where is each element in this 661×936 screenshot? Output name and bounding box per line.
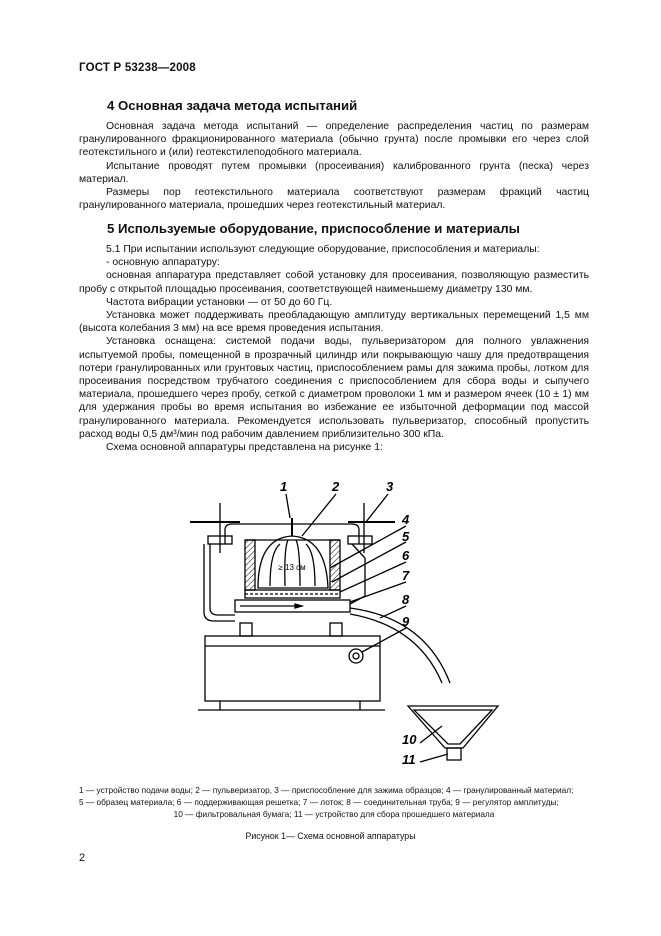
figure-legend: 1 — устройство подачи воды; 2 — пульвери… <box>79 785 589 820</box>
figure-number-11: 11 <box>402 752 416 767</box>
granulated-material <box>257 535 329 589</box>
figure-number-7: 7 <box>402 568 410 583</box>
figure-number-5: 5 <box>402 529 410 544</box>
paragraph: Схема основной аппаратуры представлена н… <box>106 442 383 454</box>
section-4-title: 4 Основная задача метода испытаний <box>107 98 358 113</box>
figure-number-2: 2 <box>331 479 340 494</box>
vibration-base <box>204 635 381 702</box>
tray <box>234 599 351 613</box>
section-4-body: Основная задача метода испытаний — опред… <box>79 120 589 212</box>
document-header: ГОСТ Р 53238—2008 <box>79 62 196 74</box>
figure-caption: Рисунок 1— Схема основной аппаратуры <box>245 831 416 841</box>
figure-number-9: 9 <box>402 614 410 629</box>
figure-number-10: 10 <box>402 732 417 747</box>
paragraph: основная аппаратура представляет собой у… <box>79 270 589 295</box>
paragraph: Частота вибрации установки — от 50 до 60… <box>106 296 333 308</box>
figure-number-8: 8 <box>402 592 410 607</box>
legend-line: 1 — устройство подачи воды; 2 — пульвери… <box>79 785 574 795</box>
figure-number-4: 4 <box>401 512 410 527</box>
page-number: 2 <box>79 852 86 864</box>
paragraph: Установка может поддерживать преобладающ… <box>79 310 589 335</box>
paragraph: Испытание проводят путем промывки (просе… <box>79 160 589 185</box>
apparatus-diagram: ≥ 13 см 1 2 3 4 5 6 7 8 9 10 11 <box>190 479 500 767</box>
figure-number-3: 3 <box>386 479 394 494</box>
paragraph: - основную аппаратуру: <box>106 257 220 269</box>
figure-number-6: 6 <box>402 548 410 563</box>
paragraph: 5.1 При испытании используют следующие о… <box>106 244 540 255</box>
paragraph: Размеры пор геотекстильного материала со… <box>79 187 589 212</box>
amplitude-regulator <box>348 648 364 664</box>
section-5-title: 5 Используемые оборудование, приспособле… <box>107 221 520 236</box>
legend-line: 5 — образец материала; 6 — поддерживающа… <box>79 796 559 807</box>
paragraph: Установка оснащена: системой подачи воды… <box>79 336 589 440</box>
paragraph: Основная задача метода испытаний — опред… <box>79 121 589 159</box>
water-supply <box>209 544 235 616</box>
connecting-pipe <box>349 607 451 684</box>
section-5-body: 5.1 При испытании используют следующие о… <box>79 243 589 454</box>
figure-number-1: 1 <box>280 479 287 494</box>
dimension-label: ≥ 13 см <box>278 563 305 572</box>
legend-line: 10 — фильтровальная бумага; 11 — устройс… <box>173 808 495 819</box>
